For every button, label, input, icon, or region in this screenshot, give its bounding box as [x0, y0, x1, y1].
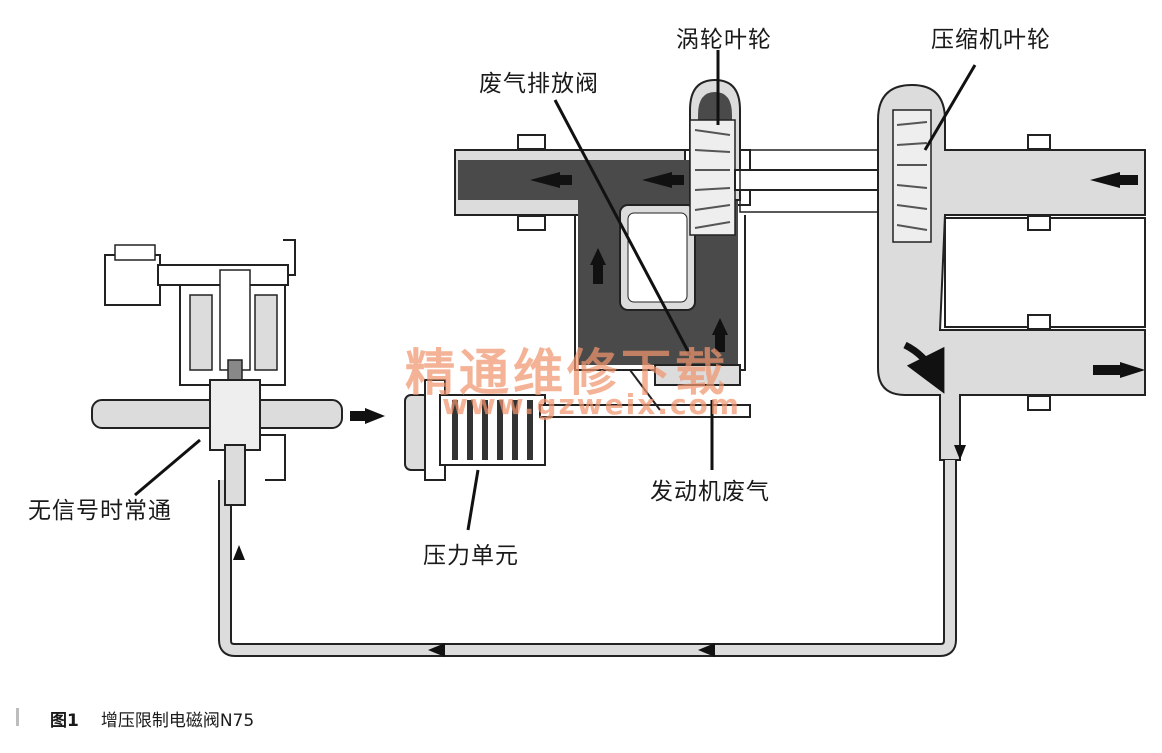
label-normally-open: 无信号时常通: [28, 498, 172, 524]
label-turbine-wheel: 涡轮叶轮: [676, 27, 772, 53]
caption-bar: [16, 708, 19, 726]
figure-title: 增压限制电磁阀N75: [100, 711, 255, 731]
label-compressor-wheel: 压缩机叶轮: [931, 27, 1051, 53]
turbo-shaft: [734, 169, 896, 191]
return-pipe-outline: [218, 460, 957, 657]
watermark-text: 精通维修下载: [405, 343, 729, 402]
figure-number: 图1: [50, 711, 79, 731]
turbine-wheel: [689, 78, 741, 236]
leader-pressure-unit: [466, 469, 480, 531]
compressor-housing: [877, 83, 1146, 461]
label-wastegate-valve: 废气排放阀: [479, 71, 599, 97]
flow-arrows: [233, 172, 1145, 657]
leader-compressor: [923, 64, 977, 151]
figure-caption: 图1 增压限制电磁阀N75: [50, 706, 254, 731]
leader-normally-open: [134, 438, 201, 497]
watermark-url: www.gzweix.com: [442, 388, 741, 421]
label-pressure-unit: 压力单元: [423, 543, 519, 569]
curved-flow-arrow: [903, 341, 945, 394]
solenoid-valve: [91, 239, 343, 506]
leader-wastegate: [553, 99, 692, 356]
return-pipe: [220, 460, 955, 655]
label-engine-exhaust: 发动机废气: [650, 479, 770, 505]
pressure-unit: [404, 369, 751, 481]
